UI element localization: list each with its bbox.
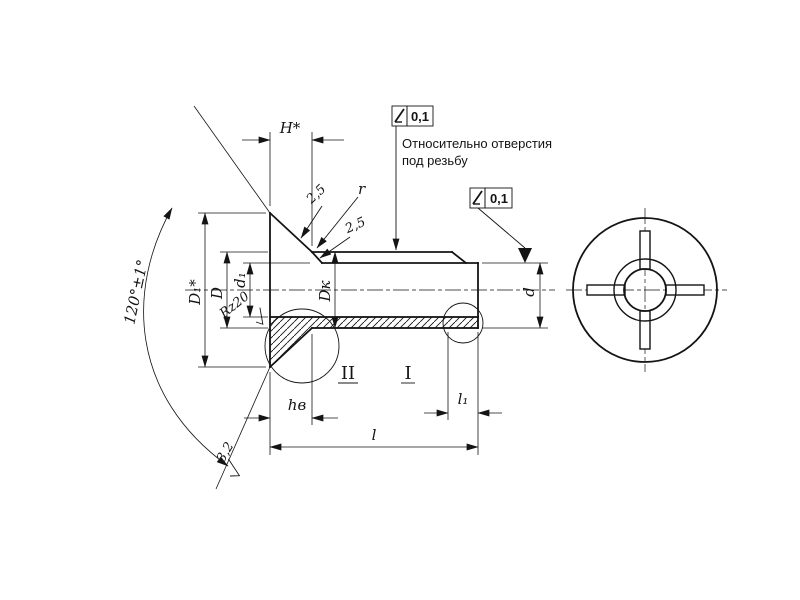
detail-circle-I <box>442 302 484 344</box>
dim-label-D1: D₁* <box>186 279 204 306</box>
datum-triangle <box>518 248 532 263</box>
detail-labels: II I <box>338 363 415 384</box>
dim-label-cone-angle: 120°±1° <box>120 258 151 326</box>
thread-hole-circle <box>623 268 667 312</box>
angularity-icon <box>394 108 405 123</box>
dim-label-d1: d₁ <box>231 272 249 288</box>
section-hatch <box>269 316 479 369</box>
side-view <box>264 211 484 384</box>
dimension-d1: d₁ <box>231 262 310 318</box>
dim-label-l1: l₁ <box>458 390 469 408</box>
tolerance-2-value: 0,1 <box>490 191 508 206</box>
dimension-hv: hв <box>244 334 338 455</box>
dimension-d: d <box>482 262 548 329</box>
annotation-note: Относительно отверстия под резьбу <box>402 136 552 168</box>
head-outer-circle <box>572 217 718 363</box>
dimension-H: H* <box>242 119 344 246</box>
dim-label-l: l <box>372 426 377 444</box>
dim-label-d: d <box>520 287 538 297</box>
detail-circle-II <box>264 308 340 384</box>
dimension-Dk: Dк <box>316 251 339 329</box>
chamfer-bore-label: 2,5 <box>342 215 368 238</box>
tolerance-1-value: 0,1 <box>411 109 429 124</box>
tolerance-frame-1: 0,1 <box>391 105 434 251</box>
dim-label-Dk: Dк <box>316 280 334 302</box>
countersink-rim-circle <box>613 258 677 322</box>
roughness-face-label: 3,2 <box>214 440 237 465</box>
dimension-D1: D₁* <box>186 212 266 368</box>
callout-fillet-r: r <box>316 180 366 249</box>
dim-label-D: D <box>208 287 226 300</box>
fillet-label: r <box>358 180 366 198</box>
callout-chamfer-head: 2,5 <box>300 182 329 239</box>
angularity-icon <box>472 190 483 205</box>
chamfer-head-label: 2,5 <box>303 182 329 208</box>
dim-label-hv: hв <box>288 396 307 414</box>
detail-label-II: II <box>341 363 355 384</box>
front-view <box>572 217 718 363</box>
dim-label-H: H* <box>279 119 301 137</box>
dimension-D: D <box>208 251 268 329</box>
detail-label-I: I <box>404 363 411 384</box>
dimension-l: l <box>269 426 479 451</box>
roughness-mark-face: 3,2 <box>214 440 241 477</box>
note-line-2: под резьбу <box>402 153 468 168</box>
tolerance-frame-2: 0,1 <box>469 187 532 263</box>
note-line-1: Относительно отверстия <box>402 136 552 151</box>
dimension-l1: l₁ <box>424 332 502 455</box>
